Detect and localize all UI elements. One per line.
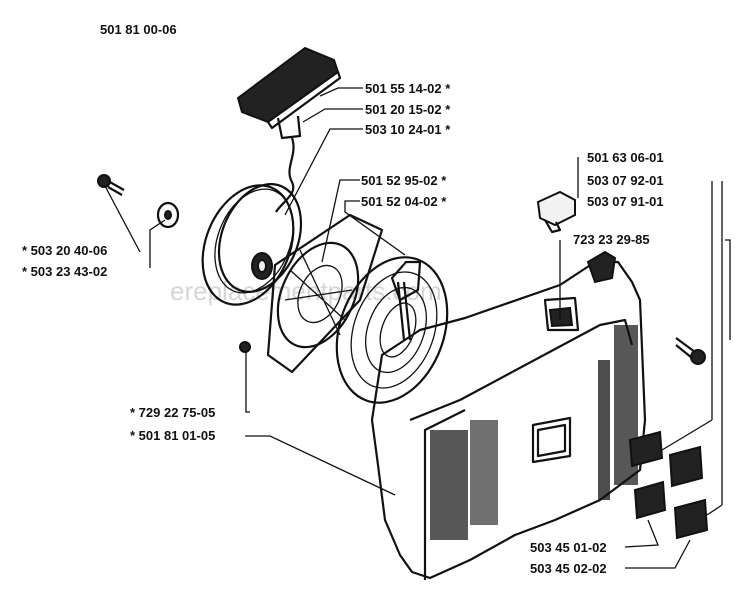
small-screw: [239, 341, 251, 353]
knob: [536, 190, 576, 234]
part-label-501-81-01-05: * 501 81 01-05: [130, 428, 215, 443]
part-label-723-23-29-85: 723 23 29-85: [573, 232, 650, 247]
starter-handle: [236, 46, 342, 140]
rope-pulley: [201, 183, 303, 306]
part-label-501-52-04-02: 501 52 04-02 *: [361, 194, 447, 209]
part-label-501-55-14-02: 501 55 14-02 *: [365, 81, 451, 96]
leader-lines: [104, 87, 731, 569]
housing-bolt: [675, 337, 706, 365]
part-label-503-07-91-01: 503 07 91-01: [587, 194, 664, 209]
part-label-501-63-06-01: 501 63 06-01: [587, 150, 664, 165]
part-label-503-10-24-01: 503 10 24-01 *: [365, 122, 451, 137]
part-label-501-52-95-02: 501 52 95-02 *: [361, 173, 447, 188]
part-label-729-22-75-05: * 729 22 75-05: [130, 405, 215, 420]
decal-labels: [628, 430, 709, 540]
part-label-503-07-92-01: 503 07 92-01: [587, 173, 664, 188]
part-label-503-23-43-02: * 503 23 43-02: [22, 264, 107, 279]
assembly-number: 501 81 00-06: [100, 22, 177, 37]
washer: [156, 201, 180, 229]
starter-housing: [370, 250, 647, 580]
part-label-501-20-15-02: 501 20 15-02 *: [365, 102, 451, 117]
center-screw: [97, 174, 125, 196]
part-label-503-45-01-02: 503 45 01-02: [530, 540, 607, 555]
recoil-spring: [335, 256, 449, 404]
starter-rope: [275, 137, 295, 213]
part-label-503-45-02-02: 503 45 02-02: [530, 561, 607, 576]
part-label-503-20-40-06: * 503 20 40-06: [22, 243, 107, 258]
